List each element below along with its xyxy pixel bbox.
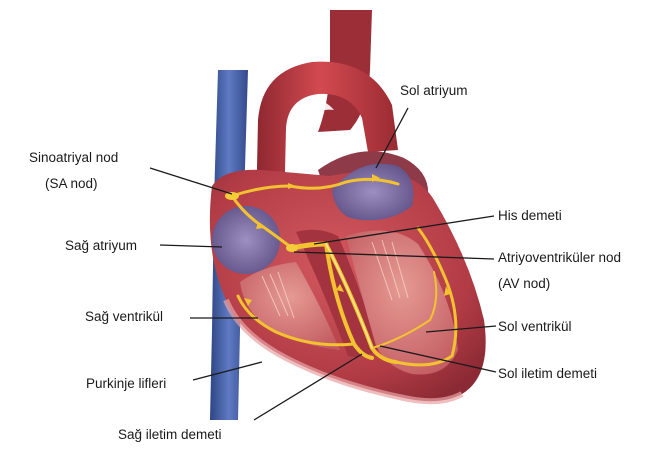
label-sa-node-line2: (SA nod)	[45, 176, 98, 191]
label-left-atrium: Sol atriyum	[400, 83, 468, 98]
right-atrium-chamber	[212, 206, 280, 274]
heart-illustration	[210, 10, 486, 420]
label-left-bundle: Sol iletim demeti	[498, 366, 597, 381]
label-sa-node-line1: Sinoatriyal nod	[29, 150, 118, 165]
label-purkinje: Purkinje lifleri	[86, 376, 166, 391]
label-his-bundle: His demeti	[498, 208, 562, 223]
label-av-node-line1: Atriyoventriküler nod	[498, 250, 621, 265]
sa-node-dot	[225, 192, 239, 200]
label-av-node-line2: (AV nod)	[498, 276, 550, 291]
label-right-atrium: Sağ atriyum	[65, 238, 137, 253]
label-right-ventricle: Sağ ventrikül	[85, 309, 163, 324]
label-left-ventricle: Sol ventrikül	[498, 319, 572, 334]
label-right-bundle: Sağ iletim demeti	[118, 427, 222, 442]
av-node-dot	[286, 244, 298, 252]
